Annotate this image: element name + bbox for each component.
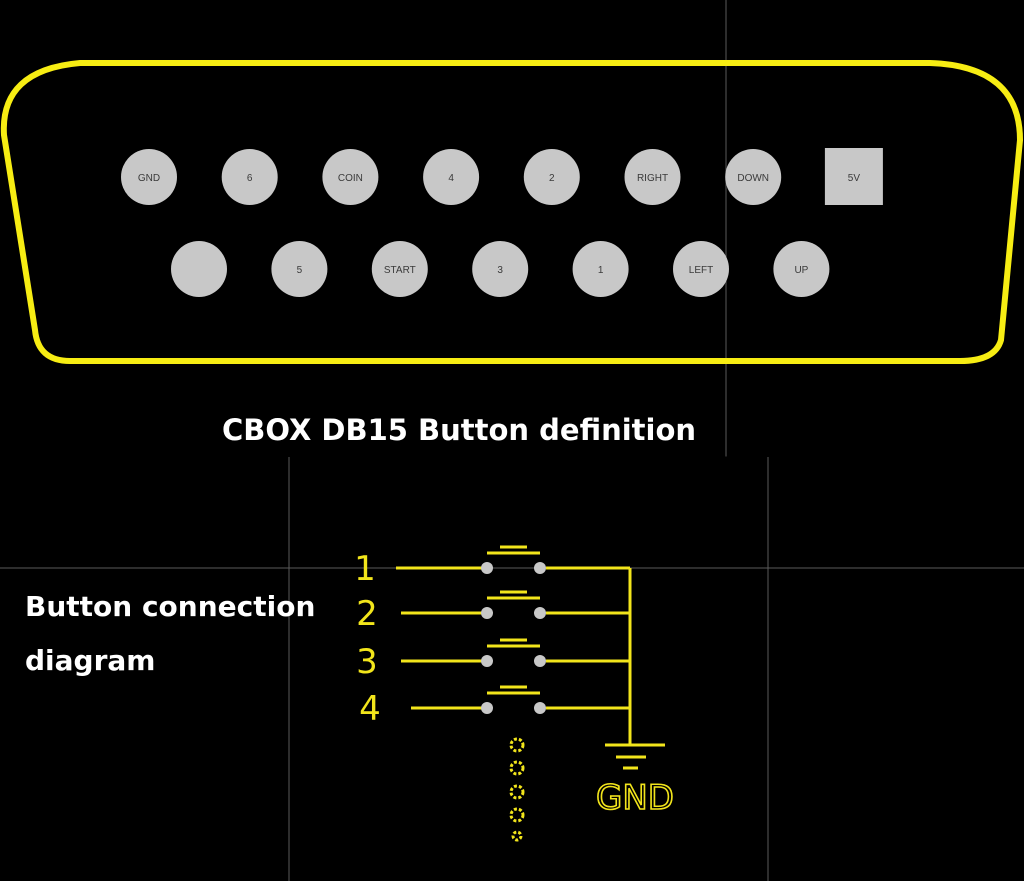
pin-label: UP [794, 265, 808, 276]
pin-bottom_row-5: LEFT [673, 241, 729, 297]
pin-top_row-3: 4 [423, 149, 480, 205]
pin-top_row-4: 2 [523, 149, 580, 205]
pin-bottom_row-1: 5 [271, 241, 328, 297]
pin-label: 2 [549, 173, 555, 184]
pin-label: START [384, 265, 416, 276]
pin-top_row-0: GND [121, 149, 177, 205]
switch-contact-left [481, 702, 493, 714]
switch-contact-right [534, 607, 546, 619]
pin-bottom_row-0 [171, 241, 227, 297]
pin-square [824, 148, 883, 205]
pin-circle [171, 241, 227, 297]
pin-label: RIGHT [637, 173, 668, 184]
ground-label: GND [596, 778, 674, 818]
pin-circle [572, 241, 629, 297]
pin-label: COIN [338, 173, 363, 184]
pin-label: DOWN [737, 173, 769, 184]
connector-title: CBOX DB15 Button definition [222, 413, 696, 447]
pin-label: 5V [848, 173, 861, 184]
button-number: 1 [354, 549, 376, 589]
pin-circle [423, 149, 480, 205]
pin-label: 1 [598, 265, 604, 276]
pin-circle [121, 149, 177, 205]
pin-label: 6 [247, 173, 253, 184]
switch-contact-right [534, 702, 546, 714]
pin-circle [523, 149, 580, 205]
pin-top_row-5: RIGHT [624, 149, 681, 205]
pin-bottom_row-4: 1 [572, 241, 629, 297]
pin-bottom_row-3: 3 [472, 241, 529, 297]
button-number: 4 [359, 689, 381, 729]
pin-bottom_row-2: START [371, 241, 428, 297]
pin-circle [725, 149, 782, 205]
continuation-dot [509, 737, 525, 753]
continuation-dot [509, 760, 525, 776]
switch-contact-right [534, 655, 546, 667]
pin-label: 3 [497, 265, 503, 276]
pin-top_row-7: 5V [824, 148, 883, 205]
switch-contact-left [481, 607, 493, 619]
continuation-dot [509, 784, 525, 800]
pin-circle [371, 241, 428, 297]
button-row-4: 4 [359, 685, 630, 729]
switch-contact-left [481, 562, 493, 574]
pin-circle [221, 149, 278, 205]
pin-label: 4 [448, 173, 454, 184]
pin-circle [773, 241, 830, 297]
button-wiring: 1 2 3 4 [354, 545, 665, 842]
pin-top_row-2: COIN [322, 149, 379, 205]
pin-circle [322, 149, 379, 205]
continuation-dot [509, 807, 525, 823]
wiring-title-line1: Button connection [25, 590, 315, 623]
button-row-1: 1 [354, 545, 630, 589]
continuation-dot [511, 830, 523, 842]
pin-label: 5 [297, 265, 303, 276]
pin-circle [624, 149, 681, 205]
pin-circle [472, 241, 529, 297]
pin-top_row-1: 6 [221, 149, 278, 205]
pin-label: GND [138, 173, 160, 184]
pin-bottom_row-6: UP [773, 241, 830, 297]
pin-circle [673, 241, 729, 297]
button-row-2: 2 [356, 590, 630, 634]
db15-outline [0, 60, 1024, 364]
pin-top_row-6: DOWN [725, 149, 782, 205]
button-number: 2 [356, 594, 378, 634]
button-row-3: 3 [356, 638, 630, 682]
button-number: 3 [356, 642, 378, 682]
switch-contact-right [534, 562, 546, 574]
pin-circle [271, 241, 328, 297]
pin-label: LEFT [689, 265, 713, 276]
switch-contact-left [481, 655, 493, 667]
wiring-title-line2: diagram [25, 644, 155, 677]
db15-pins: GND 6 COIN 4 2 RIGHT DOWN 5V 5 START 3 1 LEFT UP [121, 148, 883, 297]
